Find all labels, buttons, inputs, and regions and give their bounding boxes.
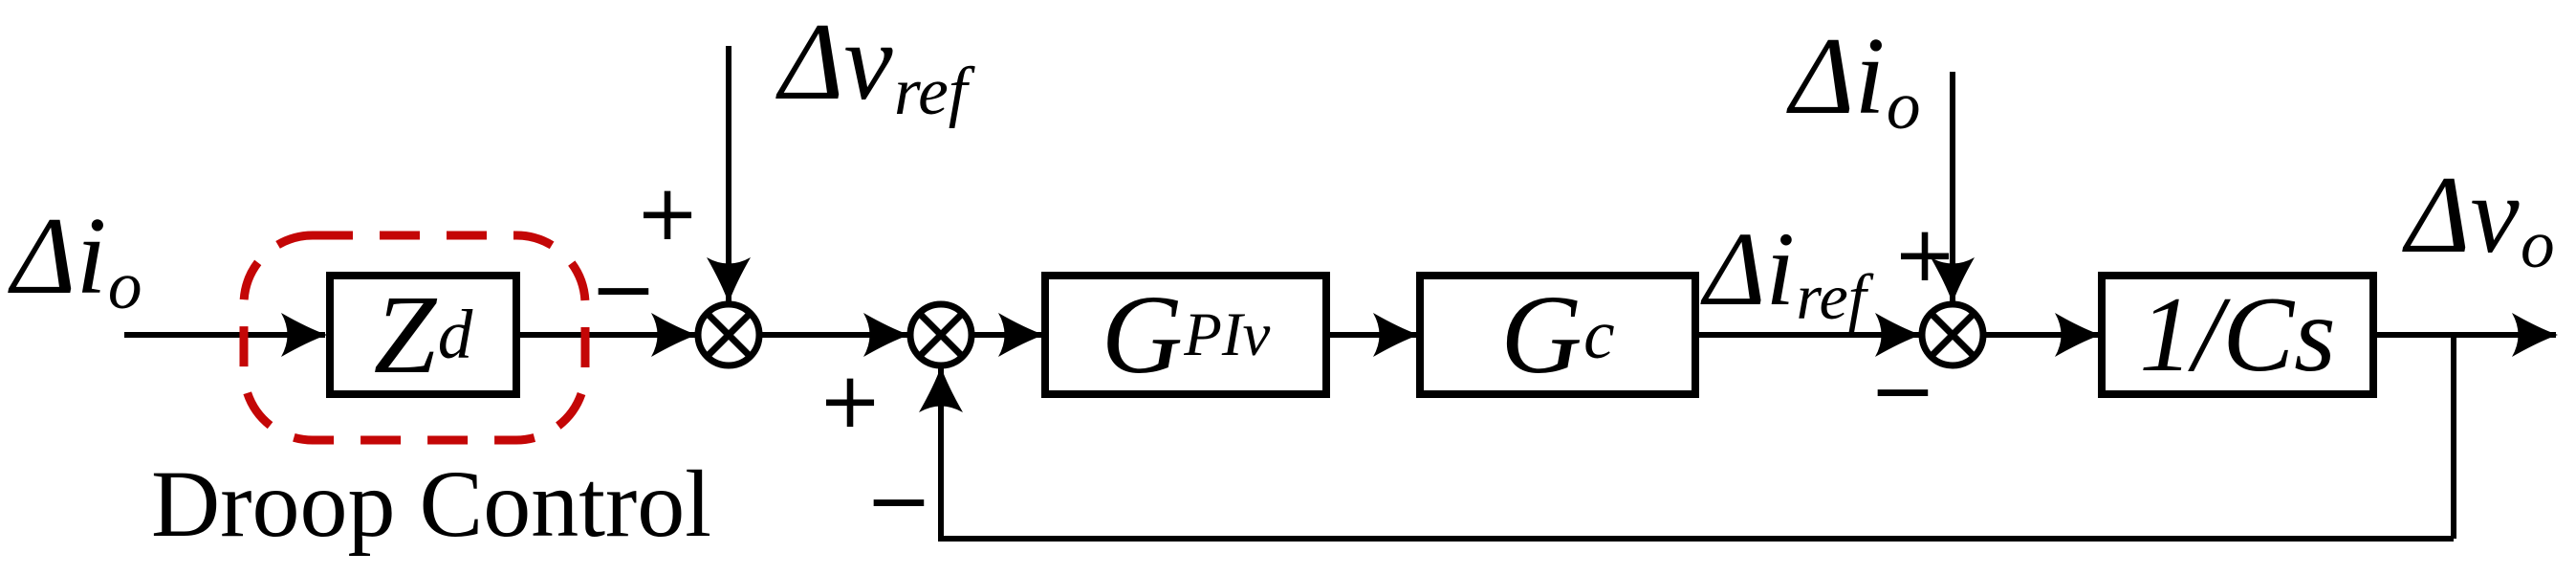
block-cs-label: 1/Cs bbox=[2102, 276, 2373, 394]
block-cs-rect bbox=[2098, 272, 2377, 398]
sign-minus-feedback: − bbox=[864, 453, 933, 547]
label-delta-vo-sub: o bbox=[2520, 206, 2555, 282]
block-gc-rect bbox=[1416, 272, 1699, 398]
sign-plus-junction2: + bbox=[818, 356, 883, 445]
label-delta-io-left-sub: o bbox=[107, 247, 142, 323]
sign-minus-junction3: − bbox=[1868, 343, 1937, 437]
block-cs-text: 1/Cs bbox=[2139, 275, 2336, 394]
block-zd-base: Z bbox=[373, 272, 437, 397]
label-delta-iref-sub: ref bbox=[1796, 260, 1867, 333]
label-delta-io-right-base: Δi bbox=[1790, 15, 1886, 137]
label-droop-control: Droop Control bbox=[151, 451, 712, 557]
label-delta-vref-sub: ref bbox=[893, 53, 968, 129]
droop-control-outline bbox=[239, 231, 590, 445]
sign-plus-junction1: + bbox=[635, 168, 700, 257]
label-delta-vo-base: Δv bbox=[2406, 154, 2520, 276]
block-zd-sub: d bbox=[437, 296, 473, 373]
label-delta-vo: Δvo bbox=[2406, 160, 2555, 278]
sign-plus-junction3: + bbox=[1892, 210, 1957, 299]
summing-junction-1 bbox=[694, 300, 763, 369]
block-gpiv-rect bbox=[1041, 272, 1330, 398]
label-delta-io-right: Δio bbox=[1790, 21, 1921, 140]
block-gpiv-sub: PIv bbox=[1184, 299, 1271, 369]
summing-junction-3 bbox=[1918, 300, 1987, 369]
label-delta-io-left-base: Δi bbox=[11, 195, 107, 317]
block-gc-sub: c bbox=[1583, 296, 1615, 373]
label-delta-iref-base: Δi bbox=[1704, 210, 1796, 327]
sign-minus-junction1: − bbox=[589, 242, 658, 336]
block-zd-rect bbox=[326, 272, 520, 398]
label-delta-vref: Δvref bbox=[779, 7, 968, 125]
label-delta-io-right-sub: o bbox=[1886, 67, 1921, 144]
label-delta-io-left: Δio bbox=[11, 201, 142, 320]
label-delta-iref: Δiref bbox=[1704, 216, 1867, 329]
block-gc-base: G bbox=[1500, 272, 1583, 397]
block-gpiv-base: G bbox=[1101, 272, 1183, 397]
summing-junction-2 bbox=[906, 300, 975, 369]
label-delta-vref-base: Δv bbox=[779, 1, 893, 122]
